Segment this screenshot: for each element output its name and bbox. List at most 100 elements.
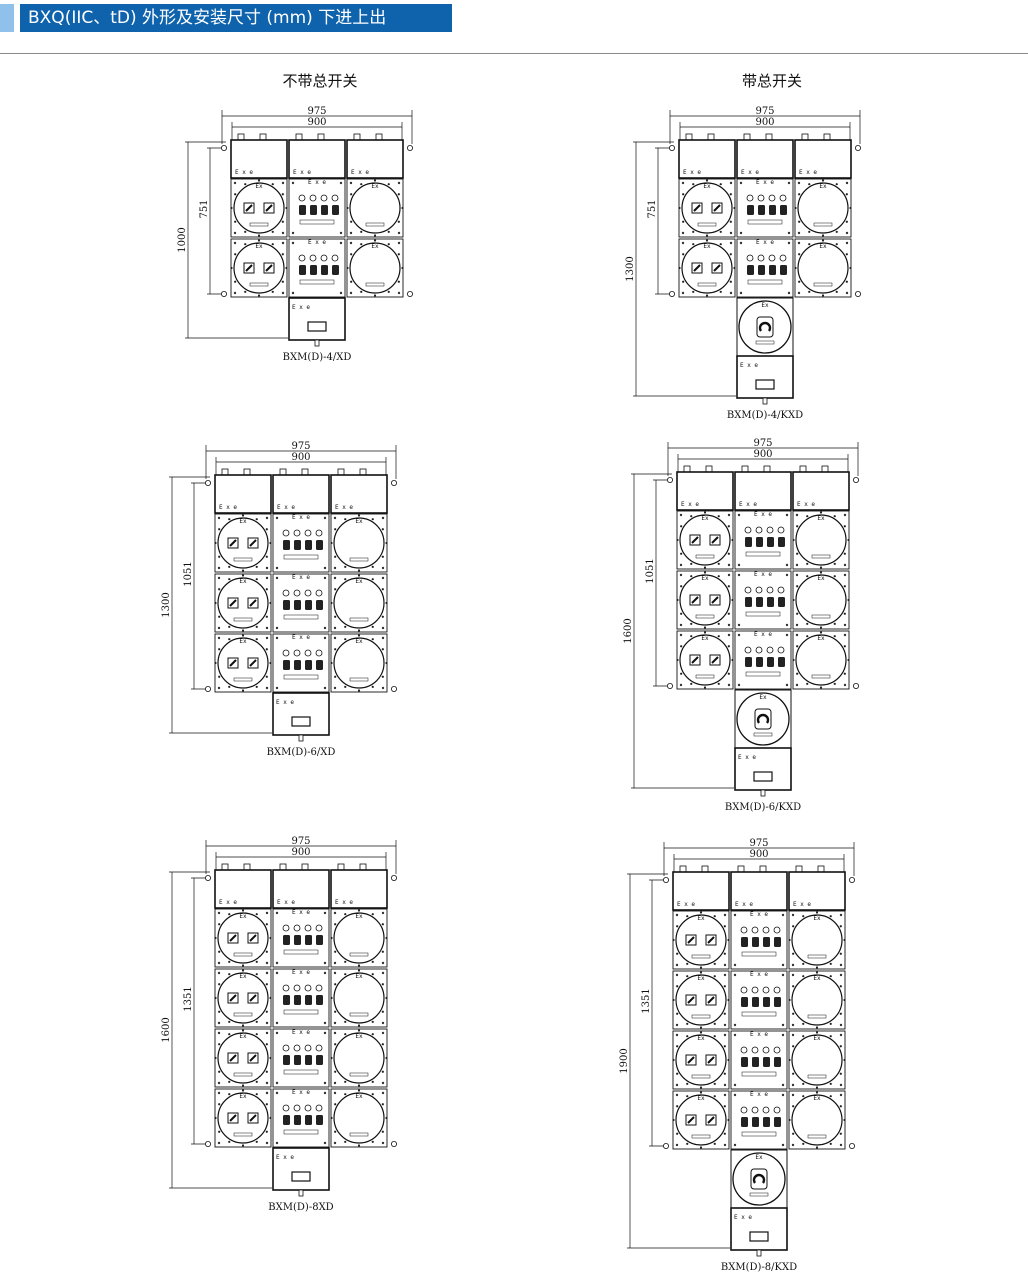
flange-bolt [792,598,795,602]
module-bolt [839,1023,843,1027]
indicator-lamp [304,1044,312,1052]
bottom-cable-box [288,297,346,341]
cable-gland-3 [737,865,745,873]
width-outer-label: 975 [307,106,326,117]
flange-bolt [690,682,693,685]
nameplate [697,282,717,287]
indicator-lamp [282,529,290,537]
module-bolt [397,231,401,235]
flange-bolt [727,1058,730,1062]
nameplate [807,954,827,959]
flange-bolt [230,266,233,270]
push-button [305,600,312,610]
nameplate [283,554,319,560]
flange-bolt [218,555,221,558]
flange-bolt [686,1095,689,1098]
indicator-lamp [768,254,776,262]
flange-bolt [334,1130,337,1133]
push-button [745,597,752,607]
ex-label: Ex [817,635,825,642]
exe-label: E x e [681,501,699,508]
module-bolt [275,626,279,630]
flange-bolt [723,1072,726,1075]
flange-bolt [676,1105,679,1108]
ex-label: Ex [701,575,709,582]
cable-gland-6 [359,468,367,476]
module-bolt [727,513,731,517]
mounting-lug-4 [848,1142,855,1149]
nameplate [349,1132,369,1137]
module-bolt [275,1141,279,1145]
module-bolt [275,576,279,580]
mounting-lug-1 [205,875,212,882]
cable-gland-6 [817,865,825,873]
flange-bolt [255,960,258,963]
flange-bolt [723,952,726,955]
height-inner-label: 1051 [183,561,194,586]
flange-bolt [806,635,809,638]
flange-bolt [727,645,730,648]
exe-label: E x e [292,909,310,916]
module-bolt [291,291,295,295]
top-cable-box-2 [730,871,788,911]
width-dimension-group [669,110,861,144]
flange-bolt [334,1043,337,1046]
module-bolt [217,961,221,965]
exe-label: E x e [750,971,768,978]
flange-bolt [346,266,349,270]
flange-bolt [255,578,258,581]
flange-bolt [839,952,842,955]
flange-bolt [334,528,337,531]
height-outer-label: 1300 [625,256,636,281]
module-bolt [275,1091,279,1095]
flange-bolt [265,588,268,591]
flange-bolt [357,514,361,517]
module-bolt [333,626,337,630]
module-bolt [323,626,327,630]
breaker-handle [245,264,253,272]
ex-label: Ex [761,302,769,309]
flange-bolt [401,206,404,210]
indicator-lamp [755,586,763,594]
push-button [294,600,301,610]
breaker-handle [249,994,257,1002]
indicator-lamp [779,194,787,202]
module-bolt [265,1031,269,1035]
ex-label: Ex [813,975,821,982]
flange-bolt [723,1045,726,1048]
flange-bolt [244,290,247,293]
flange-bolt [397,280,400,283]
push-button [745,657,752,667]
module-bolt [381,911,385,915]
flange-bolt [228,518,231,521]
module-bolt [281,181,285,185]
flange-bolt [241,964,245,967]
exe-label: E x e [308,239,326,246]
flange-bolt [717,682,720,685]
flange-bolt [344,1080,347,1083]
flange-bolt [281,280,284,283]
round-enclosure [333,577,385,629]
flange-bolt [371,578,374,581]
module-bolt [323,961,327,965]
module-bolt [795,513,799,517]
indicator-lamp [282,589,290,597]
module-bolt [381,961,385,965]
flange-bolt [255,913,258,916]
ex-label: Ex [239,518,247,525]
push-button [283,1055,290,1065]
flange-bolt [727,612,730,615]
mounting-lug-3 [669,290,676,297]
cable-gland-2 [705,465,713,473]
flange-bolt [371,960,374,963]
module-bolt [785,573,789,577]
push-button [774,997,781,1007]
flange-bolt [717,575,720,578]
indicator-lamp [315,1044,323,1052]
flange-bolt [686,915,689,918]
breaker-handle [713,264,721,272]
module-bolt [785,633,789,637]
module-bolt [217,566,221,570]
flange-bolt [798,220,801,223]
